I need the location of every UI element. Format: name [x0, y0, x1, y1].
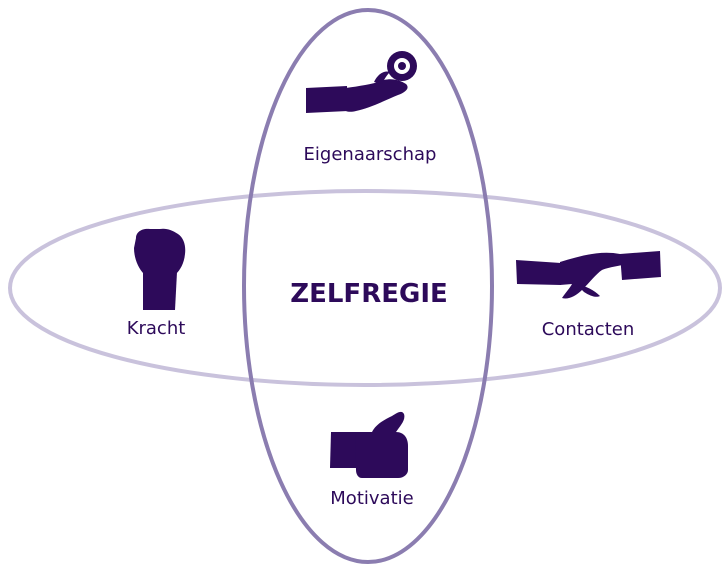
center-label: ZELFREGIE [290, 279, 448, 309]
horizontal-ellipse [8, 189, 722, 387]
node-label-left: Kracht [127, 318, 186, 339]
node-label-right: Contacten [542, 319, 635, 340]
vertical-ellipse [242, 8, 494, 564]
raised-fist-icon [134, 228, 186, 310]
reaching-hand-icon [516, 251, 661, 299]
node-label-top: Eigenaarschap [304, 144, 437, 165]
hand-offering-target-icon [306, 51, 417, 113]
node-label-bottom: Motivatie [330, 488, 413, 509]
thumbs-up-icon [330, 411, 408, 478]
